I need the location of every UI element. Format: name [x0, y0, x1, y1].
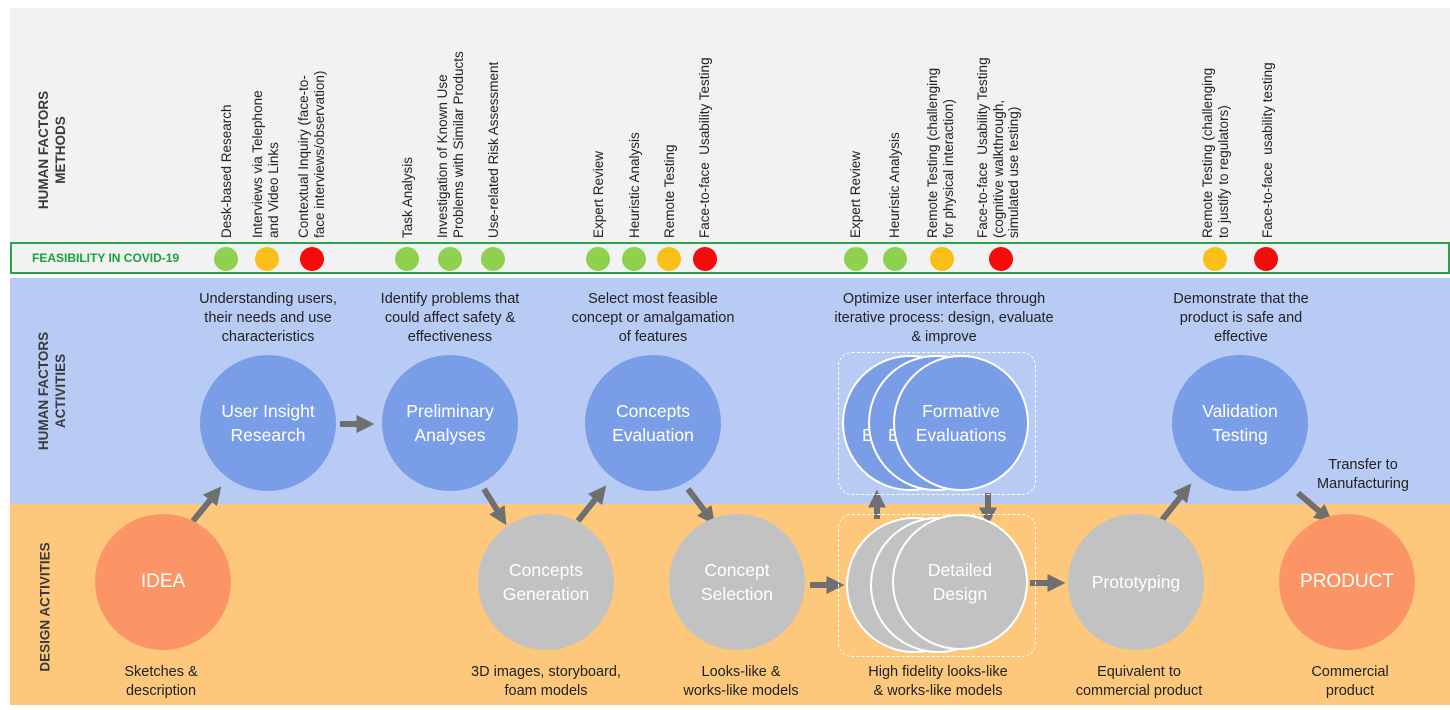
preliminary-caption: Identify problems that could affect safe…	[380, 291, 520, 345]
formative-evaluations-node: Formative Evaluations	[893, 355, 1029, 491]
feasibility-dot	[1203, 247, 1227, 271]
arrow	[685, 487, 716, 525]
iteration-box-bottom	[838, 514, 1036, 657]
feasibility-dot	[989, 247, 1013, 271]
feasibility-dot	[1254, 247, 1278, 271]
arrow	[481, 487, 507, 526]
concepts-generation-node: Concepts Generation	[478, 514, 614, 650]
formative-ghost-letter: E	[862, 425, 874, 445]
feasibility-dot	[481, 247, 505, 271]
product-node: PRODUCT	[1279, 514, 1415, 650]
feasibility-dot	[255, 247, 279, 271]
feasibility-dot	[657, 247, 681, 271]
feasibility-dot	[622, 247, 646, 271]
feasibility-dot	[930, 247, 954, 271]
feasibility-dot	[438, 247, 462, 271]
user-insight-research-node: User Insight Research	[200, 355, 336, 491]
validation-testing-node: Validation Testing	[1172, 355, 1308, 491]
validation-caption: Demonstrate that the product is safe and…	[1173, 291, 1309, 345]
arrow	[190, 486, 222, 523]
concept-sel-caption: Looks-like & works-like models	[683, 664, 799, 699]
feasibility-dot	[395, 247, 419, 271]
feasibility-row-label: FEASIBILITY IN COVID-19	[32, 251, 180, 265]
product-caption: Commercial product	[1311, 664, 1389, 699]
transfer-label: Transfer to Manufacturing	[1317, 457, 1409, 492]
concepts-evaluation-node: Concepts Evaluation	[585, 355, 721, 491]
preliminary-analyses-node: Preliminary Analyses	[382, 355, 518, 491]
feasibility-dot	[883, 247, 907, 271]
concept-selection-node: Concept Selection	[669, 514, 805, 650]
feasibility-dot	[693, 247, 717, 271]
prototyping-caption: Equivalent to commercial product	[1075, 664, 1203, 699]
prototyping-node: Prototyping	[1068, 514, 1204, 650]
concepts-eval-caption: Select most feasible concept or amalgama…	[571, 291, 735, 345]
concepts-gen-caption: 3D images, storyboard, foam models	[471, 664, 621, 699]
feasibility-dot	[214, 247, 238, 271]
feasibility-dot	[586, 247, 610, 271]
methods-band	[10, 8, 1450, 242]
arrow	[1296, 490, 1333, 523]
idea-caption: Sketches & description	[124, 664, 198, 699]
arrow	[1159, 483, 1192, 522]
detailed-caption: High fidelity looks-like & works-like mo…	[868, 664, 1008, 699]
arrow	[575, 485, 607, 523]
iteration-box-top	[838, 352, 1036, 495]
feasibility-dot	[844, 247, 868, 271]
feasibility-dot	[300, 247, 324, 271]
formative-caption: Optimize user interface through iterativ…	[834, 291, 1054, 345]
user-insight-caption: Understanding users, their needs and use…	[199, 291, 337, 345]
detailed-design-node: Detailed Design	[892, 514, 1028, 650]
idea-node: IDEA	[95, 514, 231, 650]
